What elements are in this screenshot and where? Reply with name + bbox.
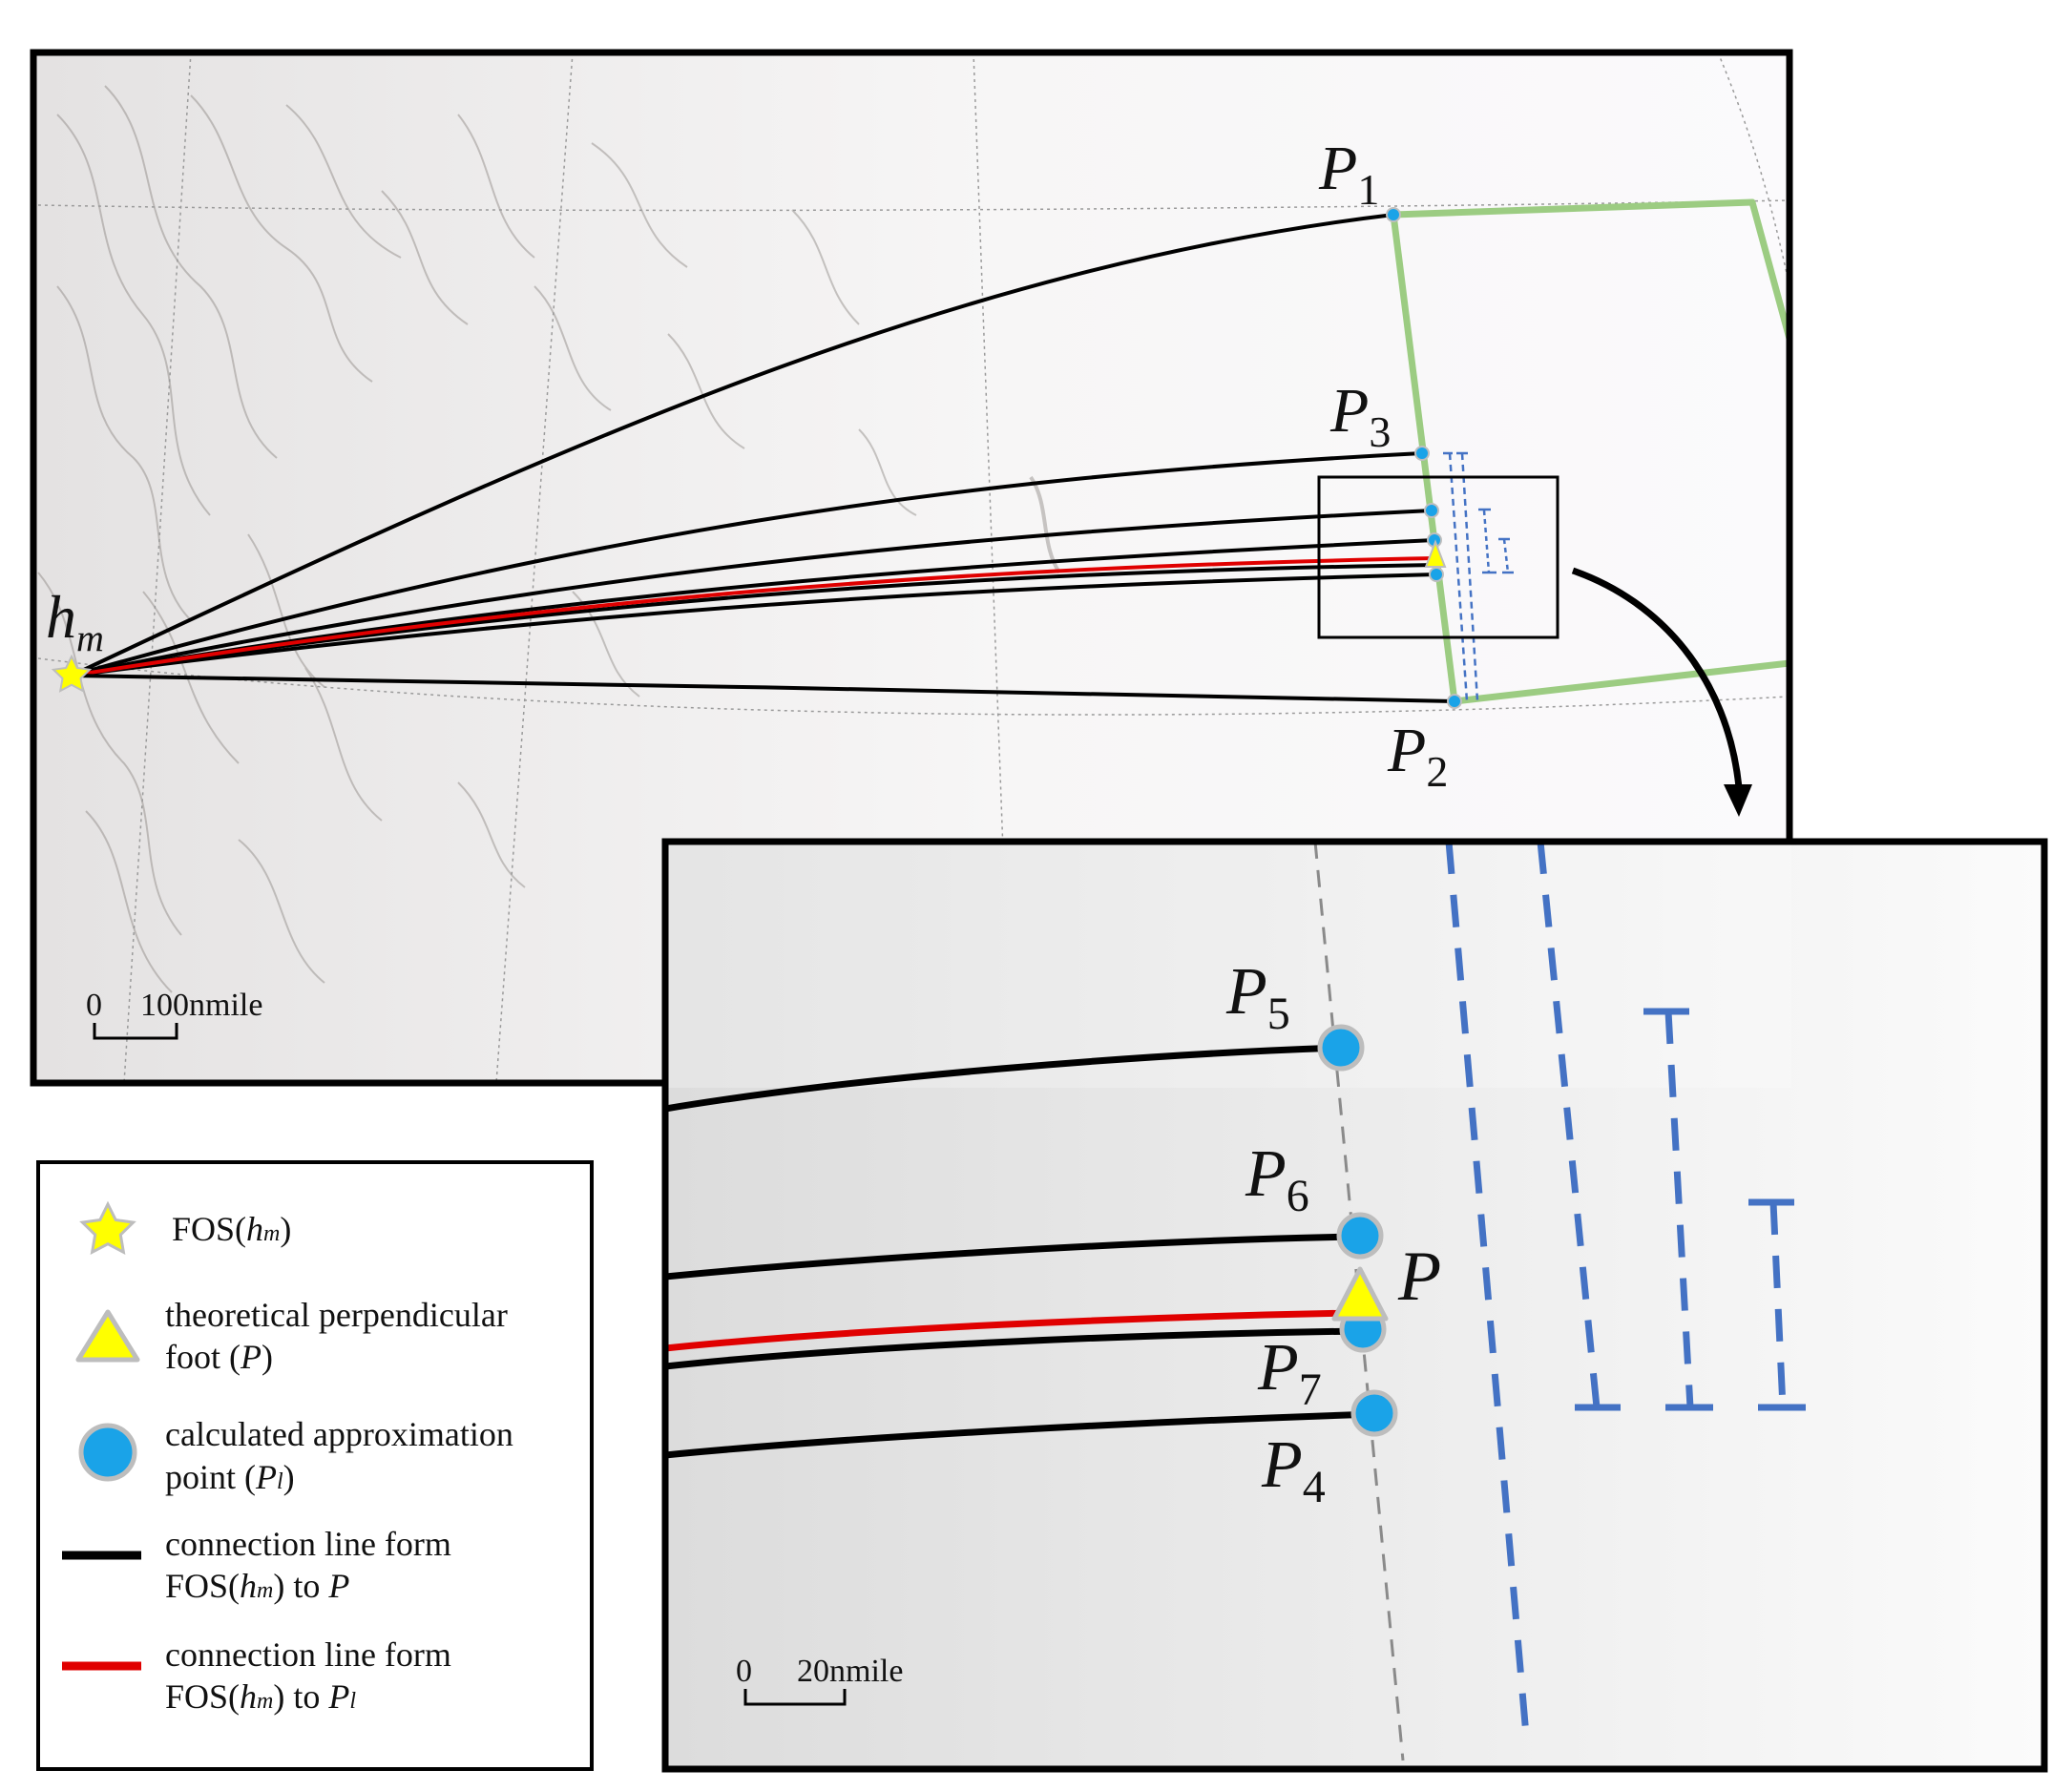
label-p3: P3 (1329, 376, 1391, 456)
label-p5-inset: P5 (1225, 955, 1290, 1039)
legend-item-point-l2: point (Pl) (165, 1458, 295, 1496)
triangle-icon (75, 1309, 140, 1363)
blue-marks-small (1443, 451, 1514, 702)
line-to-p3 (71, 451, 1423, 677)
inset-map: P5 P6 P7 P4 P 0 20nmile (661, 838, 2048, 1773)
line-to-p6 (71, 538, 1435, 677)
legend-item-black-l2: FOS(hm) to P (165, 1567, 349, 1605)
blue-dashed-line-2 (1537, 842, 1601, 1408)
label-foot-inset: P (1397, 1238, 1441, 1316)
label-p2: P2 (1387, 716, 1448, 796)
point-p4 (1429, 567, 1444, 582)
line-to-p2 (71, 674, 1455, 703)
point-p4-inset (1350, 1389, 1398, 1437)
legend-item-foot-l2: foot (P) (165, 1338, 273, 1376)
scale-text-main: 100nmile (140, 988, 262, 1023)
legend-item-red-l2: FOS(hm) to Pl (165, 1677, 356, 1716)
star-icon (79, 1200, 136, 1256)
connection-lines-inset (665, 1044, 1375, 1459)
legend-item-foot-l1: theoretical perpendicular (165, 1296, 508, 1334)
label-p7-inset: P7 (1257, 1331, 1322, 1415)
blue-end-caps (1575, 1008, 1806, 1411)
label-p4-inset: P4 (1261, 1428, 1326, 1512)
blue-dashed-line-4 (1769, 1201, 1787, 1408)
zoom-box (1317, 475, 1559, 639)
triangle-icon (1424, 539, 1447, 568)
origin-label: hm (46, 583, 104, 659)
line-to-p1 (71, 213, 1394, 677)
scale-bar-inset: 0 20nmile (736, 1654, 903, 1706)
legend-item-point-l1: calculated approximation (165, 1415, 513, 1453)
curved-arrow-icon (1571, 567, 1752, 817)
line-to-p (71, 556, 1436, 677)
inset-line-p (665, 1309, 1356, 1352)
point-p1 (1386, 207, 1401, 222)
scale-bar-main: 0 100nmile (86, 988, 262, 1040)
triangle-icon (1331, 1266, 1389, 1322)
points-main (1386, 207, 1462, 709)
inset-line-p7 (665, 1327, 1364, 1370)
inset-overlap-tint (665, 842, 1791, 1088)
line-to-p4 (71, 573, 1437, 677)
blue-dashed-line-1 (1445, 842, 1531, 1747)
scale-zero-inset: 0 (736, 1654, 752, 1689)
point-p3 (1414, 446, 1430, 461)
label-p1: P1 (1318, 134, 1379, 214)
line-to-p5 (71, 509, 1433, 677)
inset-line-p4 (665, 1410, 1375, 1459)
points-inset (1317, 1024, 1398, 1437)
inset-frame (661, 838, 2048, 1773)
point-p6-inset (1336, 1212, 1384, 1260)
legend-item-red-l1: connection line form (165, 1635, 451, 1674)
inset-line-p5 (665, 1044, 1342, 1113)
circle-icon (78, 1423, 137, 1482)
scale-zero-main: 0 (86, 988, 102, 1023)
inset-line-p6 (665, 1233, 1361, 1281)
connection-lines-main (71, 213, 1455, 703)
legend: FOS(hm) theoretical perpendicular foot (… (36, 1160, 594, 1771)
point-p5 (1424, 503, 1439, 518)
blue-dashed-line-3 (1664, 1010, 1694, 1408)
point-p5-inset (1317, 1024, 1365, 1072)
point-p2 (1447, 694, 1462, 709)
legend-item-black-l1: connection line form (165, 1525, 451, 1563)
label-p6-inset: P6 (1245, 1137, 1309, 1221)
scale-text-inset: 20nmile (797, 1654, 903, 1689)
legend-item-fos: FOS(hm) (172, 1210, 291, 1248)
star-icon (51, 654, 93, 693)
